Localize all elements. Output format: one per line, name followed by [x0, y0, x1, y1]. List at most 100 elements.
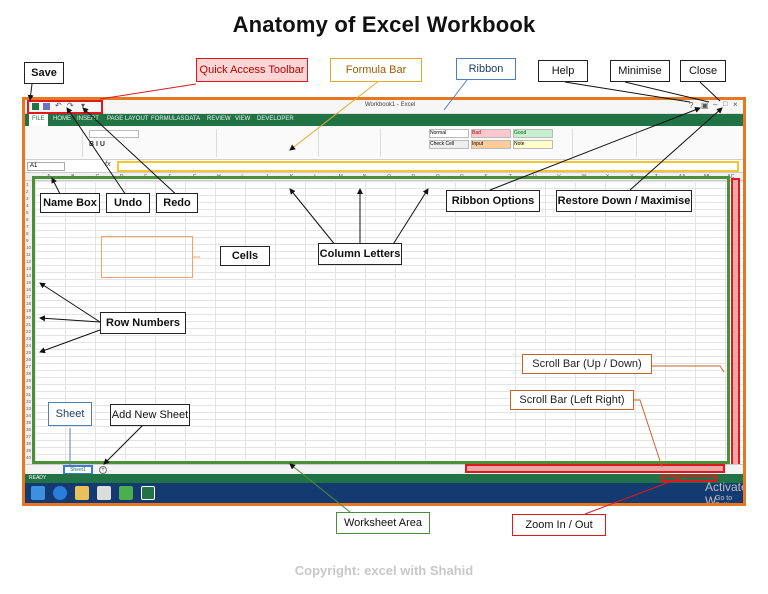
- vertical-scrollbar[interactable]: [731, 178, 740, 466]
- tab-formulas[interactable]: FORMULAS: [151, 116, 185, 122]
- row-header[interactable]: 23: [26, 336, 32, 341]
- row-header[interactable]: 13: [26, 266, 32, 271]
- row-header[interactable]: 35: [26, 420, 32, 425]
- row-header[interactable]: 34: [26, 413, 32, 418]
- row-header[interactable]: 30: [26, 385, 32, 390]
- row-header[interactable]: 39: [26, 448, 32, 453]
- excel-screenshot: Workbook1 - Excel ? ▣ – □ × ↶ ↷ ▾ FILE H…: [22, 97, 746, 506]
- tab-insert[interactable]: INSERT: [77, 116, 99, 122]
- row-header[interactable]: 5: [26, 210, 29, 215]
- editing-group: [639, 129, 739, 157]
- style-normal[interactable]: Normal: [429, 129, 469, 138]
- row-header[interactable]: 1: [26, 182, 29, 187]
- quick-access-toolbar: ↶ ↷ ▾: [27, 100, 103, 114]
- tab-view[interactable]: VIEW: [235, 116, 251, 122]
- ribbon-options-icon[interactable]: ▣: [701, 101, 709, 110]
- row-header[interactable]: 17: [26, 294, 32, 299]
- help-icon[interactable]: ?: [689, 101, 694, 110]
- save-icon[interactable]: [43, 103, 50, 110]
- row-header[interactable]: 26: [26, 357, 32, 362]
- row-header[interactable]: 31: [26, 392, 32, 397]
- start-icon[interactable]: [31, 486, 45, 500]
- row-header[interactable]: 37: [26, 434, 32, 439]
- row-header[interactable]: 15: [26, 280, 32, 285]
- callout-restore-down: Restore Down / Maximise: [556, 190, 692, 212]
- row-header[interactable]: 40: [26, 455, 32, 460]
- row-header[interactable]: 29: [26, 378, 32, 383]
- callout-add-new-sheet: Add New Sheet: [110, 404, 190, 426]
- cells-group: [577, 129, 637, 157]
- close-icon[interactable]: ×: [733, 100, 738, 109]
- row-header[interactable]: 28: [26, 371, 32, 376]
- row-header[interactable]: 6: [26, 217, 29, 222]
- formula-bar-input[interactable]: [117, 161, 739, 172]
- row-header[interactable]: 33: [26, 406, 32, 411]
- row-header[interactable]: 9: [26, 238, 29, 243]
- customize-qat-icon[interactable]: ▾: [81, 101, 86, 110]
- redo-icon[interactable]: ↷: [67, 101, 74, 110]
- row-header[interactable]: 24: [26, 343, 32, 348]
- horizontal-scrollbar[interactable]: [465, 464, 725, 473]
- tab-home[interactable]: HOME: [53, 116, 71, 122]
- copyright-text: Copyright: excel with Shahid: [294, 563, 474, 578]
- alignment-group: [219, 129, 319, 157]
- minimise-icon[interactable]: –: [713, 100, 718, 109]
- style-bad[interactable]: Bad: [471, 129, 511, 138]
- activate-watermark-sub: Go to Settin: [715, 495, 733, 506]
- add-sheet-icon[interactable]: +: [99, 466, 107, 474]
- row-header[interactable]: 25: [26, 350, 32, 355]
- callout-scroll-up-down: Scroll Bar (Up / Down): [522, 354, 652, 374]
- ie-icon[interactable]: [53, 486, 67, 500]
- callout-quick-access-toolbar: Quick Access Toolbar: [196, 58, 308, 82]
- tab-review[interactable]: REVIEW: [207, 116, 231, 122]
- style-good[interactable]: Good: [513, 129, 553, 138]
- ribbon-tabs: FILE HOME INSERT PAGE LAYOUT FORMULAS DA…: [25, 114, 743, 126]
- fx-icon[interactable]: fx: [105, 161, 111, 168]
- app-icon[interactable]: [97, 486, 111, 500]
- callout-ribbon: Ribbon: [456, 58, 516, 80]
- row-header[interactable]: 36: [26, 427, 32, 432]
- row-header[interactable]: 16: [26, 287, 32, 292]
- row-header[interactable]: 3: [26, 196, 29, 201]
- row-header[interactable]: 14: [26, 273, 32, 278]
- status-bar: READY: [25, 474, 743, 483]
- callout-ribbon-options: Ribbon Options: [446, 190, 540, 212]
- row-header[interactable]: 4: [26, 203, 29, 208]
- app2-icon[interactable]: [119, 486, 133, 500]
- row-header[interactable]: 20: [26, 315, 32, 320]
- tab-page-layout[interactable]: PAGE LAYOUT: [107, 116, 149, 122]
- explorer-icon[interactable]: [75, 486, 89, 500]
- row-header[interactable]: 22: [26, 329, 32, 334]
- row-header[interactable]: 19: [26, 308, 32, 313]
- restore-icon[interactable]: □: [723, 101, 728, 108]
- row-header[interactable]: 32: [26, 399, 32, 404]
- callout-sheet: Sheet: [48, 402, 92, 426]
- row-header[interactable]: 10: [26, 245, 32, 250]
- row-header[interactable]: 18: [26, 301, 32, 306]
- column-header[interactable]: AC: [727, 174, 735, 180]
- tab-file[interactable]: FILE: [29, 114, 48, 126]
- row-header[interactable]: 27: [26, 364, 32, 369]
- row-header[interactable]: 7: [26, 224, 29, 229]
- undo-icon[interactable]: ↶: [55, 101, 62, 110]
- style-input[interactable]: Input: [471, 140, 511, 149]
- row-header[interactable]: 8: [26, 231, 29, 236]
- callout-help: Help: [538, 60, 588, 82]
- row-header[interactable]: 38: [26, 441, 32, 446]
- name-box-input[interactable]: A1: [27, 162, 65, 171]
- row-header[interactable]: 2: [26, 189, 29, 194]
- number-group: [321, 129, 381, 157]
- worksheet-area-highlight: [32, 176, 730, 464]
- style-check-cell[interactable]: Check Cell: [429, 140, 469, 149]
- callout-row-numbers: Row Numbers: [100, 312, 186, 334]
- tab-developer[interactable]: DEVELOPER: [257, 116, 294, 122]
- callout-save: Save: [24, 62, 64, 84]
- styles-group: Normal Bad Good Check Cell Input Note: [383, 129, 573, 157]
- row-header[interactable]: 21: [26, 322, 32, 327]
- tab-data[interactable]: DATA: [185, 116, 201, 122]
- row-header[interactable]: 11: [26, 252, 31, 257]
- row-header[interactable]: 12: [26, 259, 32, 264]
- style-note[interactable]: Note: [513, 140, 553, 149]
- excel-task-icon[interactable]: [141, 486, 155, 500]
- callout-redo: Redo: [156, 193, 198, 213]
